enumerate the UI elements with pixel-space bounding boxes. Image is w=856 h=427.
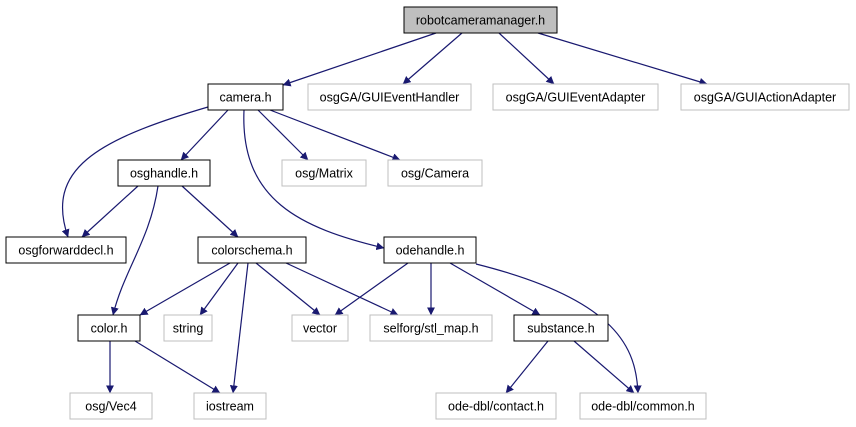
edge-osghandle-to-colorschema xyxy=(181,185,239,238)
edge-osghandle-to-osgforwarddecl xyxy=(81,185,139,238)
node-box-common xyxy=(579,392,707,420)
node-guieventadapter[interactable]: osgGA/GUIEventAdapter xyxy=(492,83,659,111)
node-label-vector: vector xyxy=(303,322,337,336)
node-matrix[interactable]: osg/Matrix xyxy=(281,159,367,187)
node-robotcameramanager[interactable]: robotcameramanager.h xyxy=(403,6,558,34)
node-label-substance: substance.h xyxy=(527,322,594,336)
edge-camera-to-osgforwarddecl xyxy=(61,106,209,238)
node-label-odehandle: odehandle.h xyxy=(396,244,465,258)
edge-robotcameramanager-to-guieventadapter xyxy=(498,32,555,85)
edge-odehandle-to-common xyxy=(475,263,642,394)
edge-colorschema-to-iostream xyxy=(229,262,249,394)
node-guiactionadapter[interactable]: osgGA/GUIActionAdapter xyxy=(680,83,850,111)
node-box-color xyxy=(77,314,141,342)
edge-colorschema-to-color xyxy=(139,262,231,316)
node-string[interactable]: string xyxy=(163,314,213,342)
nodes-layer: robotcameramanager.h camera.h osgGA/GUIEve… xyxy=(5,6,850,420)
node-color[interactable]: color.h xyxy=(77,314,141,342)
node-box-camera xyxy=(207,83,284,111)
node-box-matrix xyxy=(281,159,367,187)
node-label-color: color.h xyxy=(91,322,128,336)
edge-camera-to-osgcamera xyxy=(269,109,401,162)
node-guieventhandler[interactable]: osgGA/GUIEventHandler xyxy=(307,83,472,111)
node-label-osghandle: osghandle.h xyxy=(130,167,198,181)
node-colorschema[interactable]: colorschema.h xyxy=(197,236,307,264)
node-box-osgcamera xyxy=(387,159,483,187)
node-box-string xyxy=(163,314,213,342)
edge-colorschema-to-stlmap xyxy=(285,262,399,316)
node-box-guiactionadapter xyxy=(680,83,850,111)
node-label-iostream: iostream xyxy=(206,400,254,414)
node-vec4[interactable]: osg/Vec4 xyxy=(69,392,153,420)
node-osgforwarddecl[interactable]: osgforwarddecl.h xyxy=(5,236,127,264)
edge-substance-to-common xyxy=(573,340,635,394)
node-odehandle[interactable]: odehandle.h xyxy=(383,236,477,264)
node-label-guiactionadapter: osgGA/GUIActionAdapter xyxy=(694,91,836,105)
edge-camera-to-osghandle xyxy=(180,109,229,161)
edge-camera-to-matrix xyxy=(257,109,309,161)
edge-camera-to-odehandle xyxy=(243,109,385,251)
edge-substance-to-contact xyxy=(505,340,549,394)
node-osgcamera[interactable]: osg/Camera xyxy=(387,159,483,187)
node-box-iostream xyxy=(193,392,267,420)
node-label-guieventadapter: osgGA/GUIEventAdapter xyxy=(506,91,646,105)
node-box-guieventhandler xyxy=(307,83,472,111)
node-label-common: ode-dbl/common.h xyxy=(591,400,695,414)
node-osghandle[interactable]: osghandle.h xyxy=(117,159,211,187)
node-stlmap[interactable]: selforg/stl_map.h xyxy=(369,314,493,342)
node-box-vec4 xyxy=(69,392,153,420)
edge-colorschema-to-string xyxy=(199,262,239,316)
node-label-guieventhandler: osgGA/GUIEventHandler xyxy=(320,91,460,105)
node-label-osgforwarddecl: osgforwarddecl.h xyxy=(18,244,113,258)
node-label-osgcamera: osg/Camera xyxy=(401,167,469,181)
node-label-camera: camera.h xyxy=(219,91,271,105)
node-label-matrix: osg/Matrix xyxy=(295,167,353,181)
node-iostream[interactable]: iostream xyxy=(193,392,267,420)
node-box-colorschema xyxy=(197,236,307,264)
node-substance[interactable]: substance.h xyxy=(513,314,609,342)
edge-color-to-iostream xyxy=(134,340,221,394)
node-box-osghandle xyxy=(117,159,211,187)
node-box-substance xyxy=(513,314,609,342)
node-common[interactable]: ode-dbl/common.h xyxy=(579,392,707,420)
node-box-stlmap xyxy=(369,314,493,342)
node-label-vec4: osg/Vec4 xyxy=(85,400,136,414)
node-label-colorschema: colorschema.h xyxy=(211,244,292,258)
node-box-osgforwarddecl xyxy=(5,236,127,264)
node-box-guieventadapter xyxy=(492,83,659,111)
edge-odehandle-to-substance xyxy=(449,262,541,316)
node-box-contact xyxy=(435,392,557,420)
edge-robotcameramanager-to-camera xyxy=(282,32,437,87)
edges-layer xyxy=(61,32,708,394)
node-label-string: string xyxy=(173,322,204,336)
edge-robotcameramanager-to-guieventhandler xyxy=(402,32,463,85)
node-label-stlmap: selforg/stl_map.h xyxy=(383,322,478,336)
edge-odehandle-to-vector xyxy=(334,262,409,316)
node-label-contact: ode-dbl/contact.h xyxy=(448,400,544,414)
node-contact[interactable]: ode-dbl/contact.h xyxy=(435,392,557,420)
edge-robotcameramanager-to-guiactionadapter xyxy=(537,32,708,86)
node-box-odehandle xyxy=(383,236,477,264)
node-label-robotcameramanager: robotcameramanager.h xyxy=(416,14,545,28)
edge-osghandle-to-color xyxy=(110,185,159,316)
node-box-robotcameramanager xyxy=(403,6,558,34)
edge-colorschema-to-vector xyxy=(255,262,321,316)
node-vector[interactable]: vector xyxy=(291,314,349,342)
node-camera[interactable]: camera.h xyxy=(207,83,284,111)
node-box-vector xyxy=(291,314,349,342)
